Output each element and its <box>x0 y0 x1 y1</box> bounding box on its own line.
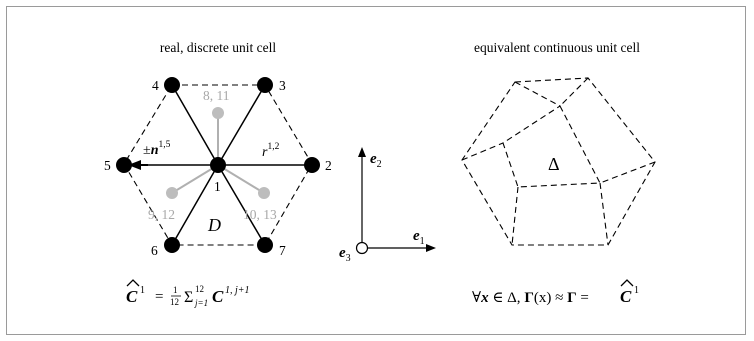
delta-region <box>502 105 601 188</box>
formula-equals: = <box>155 289 163 305</box>
right-formula-text: ∀x ∈ Δ, Γ(x) ≈ Γ = <box>472 290 589 306</box>
normal-label-pm: ± <box>143 143 151 158</box>
normal-arrow-head <box>128 160 141 170</box>
formula-hat <box>126 279 140 287</box>
axis-e1-label: e1 <box>413 228 425 247</box>
formula-frac-num: 1 <box>173 285 178 295</box>
formula-approx: ≈ <box>551 290 567 306</box>
coordinate-axes: e2 e1 e3 <box>339 147 436 264</box>
radius-label-sup: 1,2 <box>267 142 279 152</box>
node-7 <box>257 237 273 253</box>
label-node-7: 7 <box>279 243 286 258</box>
node-5 <box>116 157 132 173</box>
node-8-11 <box>212 107 224 119</box>
axis-e3-label: e3 <box>339 245 351 264</box>
axis-e2-symbol: e <box>370 151 377 167</box>
axis-e1-symbol: e <box>413 228 420 244</box>
formula-paren-x: (x) <box>534 290 552 306</box>
axis-e2-arrowhead <box>358 147 366 157</box>
axis-e3-sub: 3 <box>346 253 351 264</box>
axis-e1-arrowhead <box>426 244 436 252</box>
label-node-3: 3 <box>279 78 286 93</box>
node-3 <box>257 77 273 93</box>
label-node-5: 5 <box>104 158 111 173</box>
node-4 <box>164 77 180 93</box>
formula-c-hat-sup: 1 <box>140 285 145 296</box>
node-2 <box>304 157 320 173</box>
formula-gamma-2: Γ <box>567 290 577 306</box>
formula-c-hat: C <box>126 287 138 306</box>
formula-frac-den: 12 <box>170 297 179 307</box>
domain-label: D <box>207 215 221 235</box>
axis-e2-sub: 2 <box>377 159 382 170</box>
left-title: real, discrete unit cell <box>160 40 276 55</box>
radius-label-r: r <box>262 145 268 160</box>
label-node-1: 1 <box>214 179 221 194</box>
formula-sum-sup: 12 <box>195 284 204 294</box>
node-10-13 <box>258 187 270 199</box>
formula-in-delta: ∈ Δ, <box>489 290 525 306</box>
gray-bonds <box>171 113 265 194</box>
left-formula: C 1 = 1 12 Σ 12 j=1 C 1, j+1 <box>126 279 250 308</box>
formula-forall: ∀ <box>472 290 481 306</box>
radius-label: r1,2 <box>262 142 280 160</box>
right-formula-c-hat-sup: 1 <box>634 285 639 296</box>
right-formula-hat <box>620 279 634 287</box>
formula-sum-sub: j=1 <box>194 298 208 308</box>
right-formula: ∀x ∈ Δ, Γ(x) ≈ Γ = C 1 <box>472 279 639 306</box>
axis-e1-sub: 1 <box>420 236 425 247</box>
axis-e3-symbol: e <box>339 245 346 261</box>
normal-label-n: n <box>151 143 159 158</box>
label-node-9-12: 9, 12 <box>148 207 175 222</box>
formula-c: C <box>212 287 224 306</box>
normal-label-sup: 1,5 <box>158 140 170 150</box>
node-6 <box>164 237 180 253</box>
delta-label: Δ <box>548 154 560 174</box>
label-node-2: 2 <box>325 158 332 173</box>
right-title: equivalent continuous unit cell <box>474 40 640 55</box>
label-node-4: 4 <box>152 78 159 93</box>
axis-e2-label: e2 <box>370 151 382 170</box>
black-bonds <box>148 84 312 246</box>
right-formula-c-hat: C <box>620 287 632 306</box>
label-node-6: 6 <box>151 243 158 258</box>
label-node-8-11: 8, 11 <box>203 88 230 103</box>
formula-x: x <box>480 290 489 306</box>
formula-sum: Σ <box>184 289 193 306</box>
continuous-cell <box>461 77 656 246</box>
normal-label: ±n1,5 <box>143 140 171 158</box>
figure-frame <box>6 6 746 335</box>
label-node-10-13: 10, 13 <box>243 207 277 222</box>
node-9-12 <box>166 187 178 199</box>
formula-c-sup: 1, j+1 <box>225 285 250 296</box>
formula-eq: = <box>577 290 589 306</box>
formula-gamma: Γ <box>524 290 534 306</box>
axis-e3-circle <box>355 241 369 255</box>
node-1 <box>210 157 226 173</box>
